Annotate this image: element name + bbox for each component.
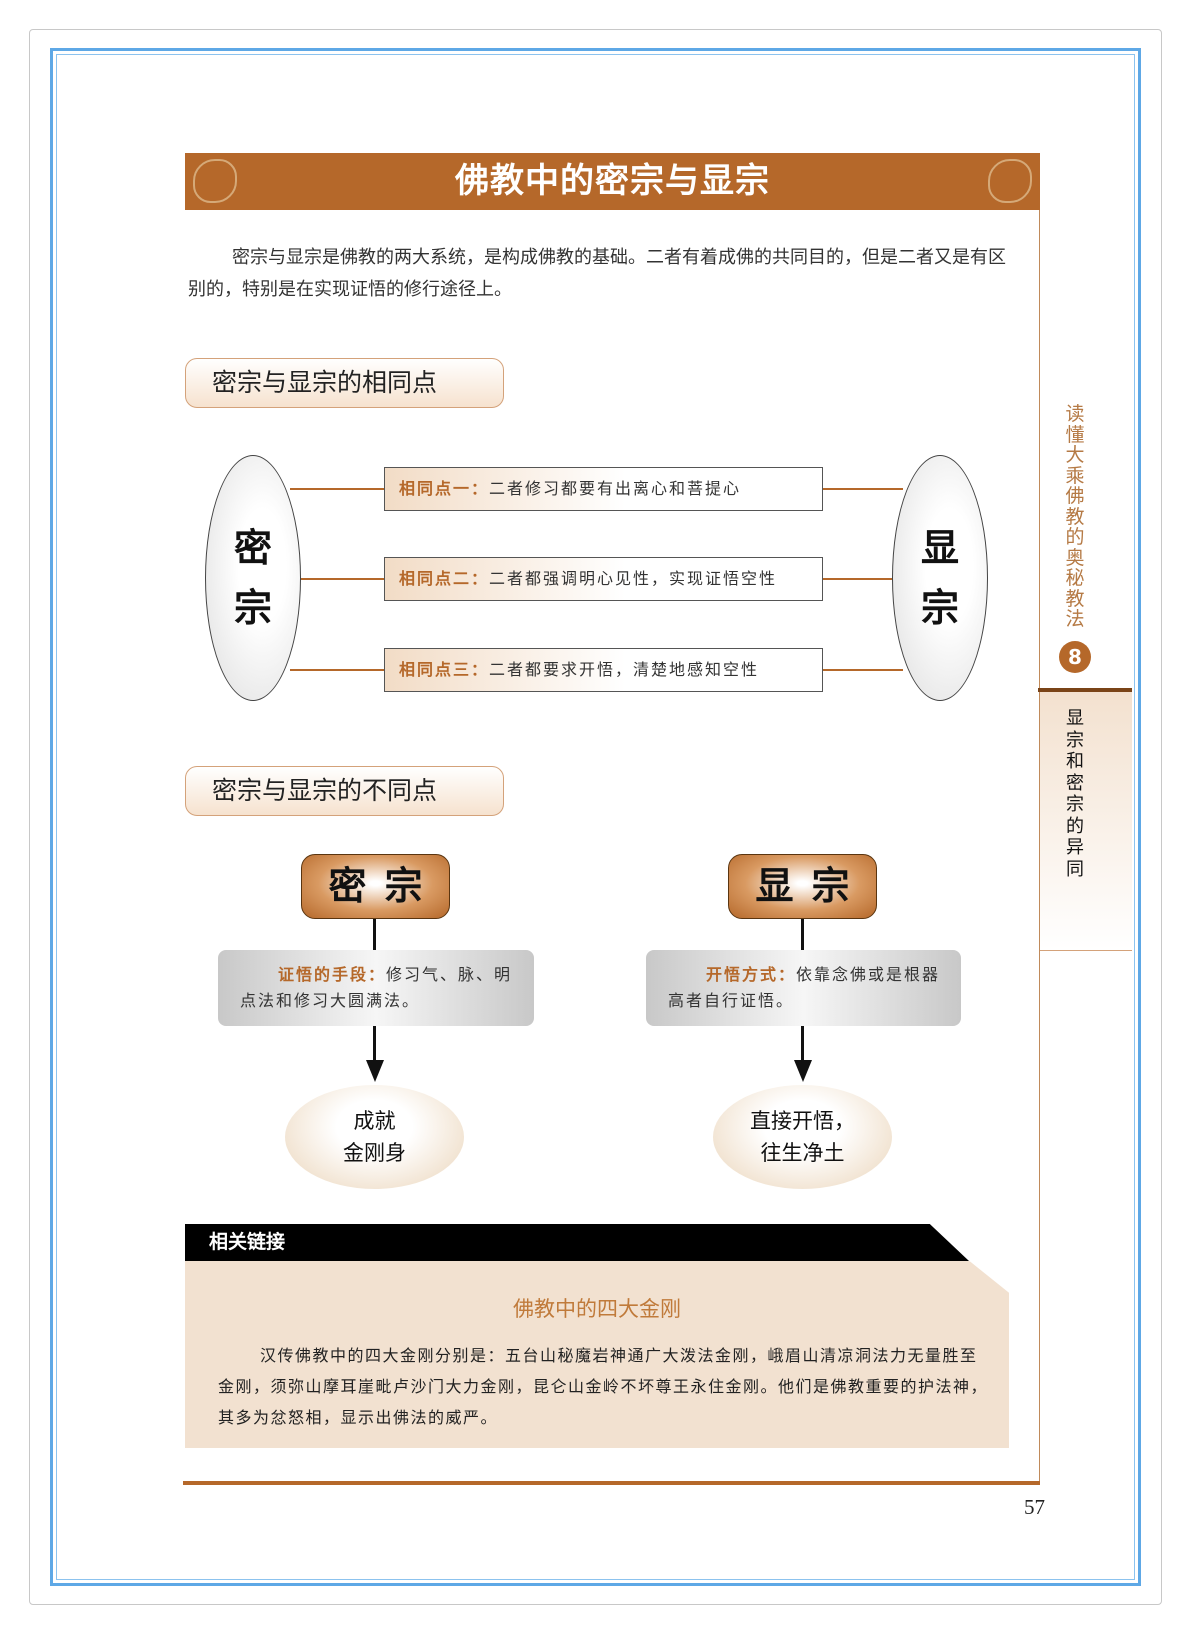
bottom-rule (183, 1481, 1040, 1485)
connector (290, 488, 384, 490)
same-point-3: 相同点三：二者都要求开悟，清楚地感知空性 (384, 648, 823, 692)
cloud-ornament-icon (988, 159, 1032, 203)
connector (290, 669, 384, 671)
result-line: 成就 (353, 1109, 396, 1133)
page-title-text: 佛教中的密宗与显宗 (455, 161, 770, 201)
side-divider (1038, 688, 1132, 692)
point-label: 相同点二： (399, 569, 490, 588)
connector (823, 669, 903, 671)
method-text: 依靠念佛或是根器高者自行证悟。 (668, 965, 941, 1010)
point-text: 二者都强调明心见性，实现证悟空性 (489, 569, 778, 588)
right-rule (1039, 210, 1040, 1483)
connector (290, 578, 384, 580)
badge-mizong: 密宗 (301, 854, 450, 919)
method-label: 证悟的手段： (278, 965, 387, 984)
side-section-title: 显宗和密宗的异同 (1066, 708, 1084, 880)
ellipse-xianzong: 显 宗 (892, 455, 988, 701)
method-box-mizong: 证悟的手段：修习气、脉、明点法和修习大圆满法。 (218, 950, 534, 1026)
same-point-2: 相同点二：二者都强调明心见性，实现证悟空性 (384, 557, 823, 601)
flow-line (373, 919, 376, 950)
result-mizong: 成就 金刚身 (285, 1085, 464, 1189)
related-header: 相关链接 (185, 1224, 969, 1261)
connector (823, 488, 903, 490)
side-section-tab[interactable] (1040, 692, 1132, 951)
ellipse-char: 显 (920, 526, 959, 570)
result-xianzong: 直接开悟， 往生净土 (713, 1085, 892, 1189)
page-frame (29, 29, 1162, 1605)
intro-paragraph: 密宗与显宗是佛教的两大系统，是构成佛教的基础。二者有着成佛的共同目的，但是二者又… (188, 247, 1006, 300)
page-border (50, 48, 1141, 1586)
same-point-1: 相同点一：二者修习都要有出离心和菩提心 (384, 467, 823, 511)
section-heading-diff: 密宗与显宗的不同点 (185, 766, 504, 816)
chapter-number-badge: 8 (1059, 641, 1091, 673)
point-text: 二者修习都要有出离心和菩提心 (489, 479, 742, 498)
arrow-down-icon (794, 1060, 812, 1082)
flow-line (801, 919, 804, 950)
method-text: 修习气、脉、明点法和修习大圆满法。 (240, 965, 513, 1010)
point-text: 二者都要求开悟，清楚地感知空性 (489, 660, 760, 679)
flow-line (801, 1026, 804, 1062)
cloud-ornament-icon (193, 159, 237, 203)
result-line: 金刚身 (343, 1141, 406, 1165)
related-body: 汉传佛教中的四大金刚分别是：五台山秘魔岩神通广大泼法金刚，峨眉山清凉洞法力无量胜… (218, 1346, 989, 1427)
page-number: 57 (1024, 1495, 1045, 1519)
related-title: 佛教中的四大金刚 (513, 1297, 681, 1321)
point-label: 相同点一： (399, 479, 490, 498)
flow-line (373, 1026, 376, 1062)
ellipse-char: 密 (233, 526, 272, 570)
ellipse-mizong: 密 宗 (205, 455, 301, 701)
section-heading-same: 密宗与显宗的相同点 (185, 358, 504, 408)
side-book-title: 读懂大乘佛教的奥秘教法 (1065, 403, 1085, 630)
badge-xianzong: 显宗 (728, 854, 877, 919)
result-line: 往生净土 (760, 1141, 845, 1165)
ellipse-char: 宗 (920, 586, 959, 630)
result-line: 直接开悟， (750, 1109, 855, 1133)
related-box (185, 1261, 1009, 1448)
page-title: 佛教中的密宗与显宗 (185, 153, 1040, 210)
method-label: 开悟方式： (706, 965, 797, 984)
method-box-xianzong: 开悟方式：依靠念佛或是根器高者自行证悟。 (646, 950, 961, 1026)
arrow-down-icon (366, 1060, 384, 1082)
ellipse-char: 宗 (233, 586, 272, 630)
point-label: 相同点三： (399, 660, 490, 679)
page-border-inner (56, 54, 1135, 1580)
connector (823, 578, 903, 580)
